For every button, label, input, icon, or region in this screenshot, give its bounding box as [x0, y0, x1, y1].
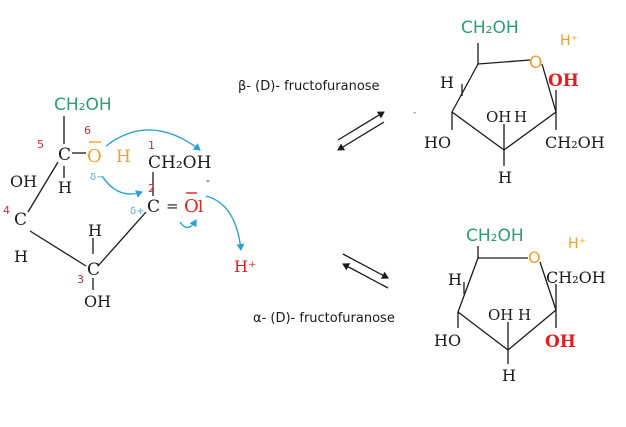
alpha-ch2oh-top: CH₂OH	[466, 226, 524, 246]
beta-ch2oh-right: CH₂OH	[545, 133, 605, 152]
alpha-anomer-label: α- (D)- fructofuranose	[253, 311, 395, 326]
c4-hydroxyl: OH	[10, 172, 37, 191]
nucleophilic-attack-arrow	[101, 175, 143, 198]
alpha-h-plus: H⁺	[568, 236, 586, 252]
pi-bond-to-oxygen-arrow	[179, 219, 197, 229]
alpha-furanose-ring: CH₂OH O H⁺ H CH₂OH OH H HO OH H	[434, 226, 606, 385]
alpha-equilibrium-arrows	[342, 253, 389, 289]
carbonyl-oxygen: O	[184, 196, 199, 217]
beta-h-left: H	[440, 73, 454, 92]
carbonyl-double-bond: =	[166, 197, 179, 215]
c3-hydrogen: H	[88, 221, 102, 240]
carbon-number-3: 3	[77, 273, 84, 286]
beta-ch2oh-top: CH₂OH	[461, 18, 519, 38]
carbon-number-1: 1	[148, 139, 155, 152]
minus-charge: -	[206, 174, 210, 187]
beta-anomer-label: β- (D)- fructofuranose	[238, 79, 380, 94]
c5-carbon: C	[58, 145, 71, 165]
small-dash-mark: -	[413, 108, 416, 118]
open-chain-bonds	[27, 116, 154, 290]
c4-hydrogen: H	[14, 247, 28, 266]
beta-ho-left: HO	[424, 133, 451, 152]
alpha-ho-left: HO	[434, 331, 461, 350]
delta-plus-label: δ+	[130, 206, 145, 217]
alpha-oh-inner: OH	[488, 306, 513, 324]
beta-oh-inner: OH	[486, 108, 511, 126]
beta-ring-oxygen: O	[529, 53, 542, 73]
beta-h-inner: H	[514, 108, 527, 126]
alpha-ch2oh-right: CH₂OH	[546, 268, 606, 287]
c5-hydroxyl-hydrogen: H	[116, 147, 131, 167]
alpha-ring-bonds	[457, 246, 557, 364]
beta-h-bottom: H	[498, 168, 512, 187]
open-chain-fructose: 5 6 1 2 4 3 CH₂OH C H O H δ− OH C H H C …	[3, 95, 256, 311]
proton-h-plus: H⁺	[234, 257, 256, 276]
oh-to-carbonyl-arrow	[105, 129, 201, 151]
c2-carbonyl-carbon: C	[147, 197, 160, 217]
beta-oh-anomeric: OH	[548, 71, 579, 91]
c3-hydroxyl: OH	[84, 292, 111, 311]
c1-ch2oh-label: CH₂OH	[148, 153, 211, 173]
oxygen-number-6: 6	[84, 124, 91, 137]
alpha-oh-anomeric: OH	[545, 332, 576, 352]
delta-minus-label: δ−	[90, 172, 105, 183]
c4-carbon: C	[14, 210, 27, 230]
beta-h-plus: H⁺	[560, 33, 578, 49]
alpha-h-left: H	[448, 270, 462, 289]
c5-hydroxyl-oxygen: O	[87, 146, 102, 167]
carbon-number-5: 5	[37, 138, 44, 151]
alpha-h-bottom: H	[502, 366, 516, 385]
carbonyl-o-lone-pair-right: l	[198, 197, 203, 216]
beta-ring-bonds	[451, 43, 557, 166]
beta-equilibrium-arrows	[337, 111, 385, 151]
oxygen-to-proton-arrow	[205, 195, 245, 251]
c3-carbon: C	[87, 260, 100, 280]
alpha-h-inner: H	[518, 306, 531, 324]
alpha-ring-oxygen: O	[528, 248, 541, 267]
ch2oh-c6-label: CH₂OH	[54, 95, 112, 115]
c5-hydrogen: H	[58, 178, 72, 197]
beta-furanose-ring: CH₂OH O H⁺ H OH OH H HO CH₂OH H	[424, 18, 605, 187]
carbon-number-2: 2	[148, 182, 155, 195]
carbon-number-4: 4	[3, 204, 10, 217]
